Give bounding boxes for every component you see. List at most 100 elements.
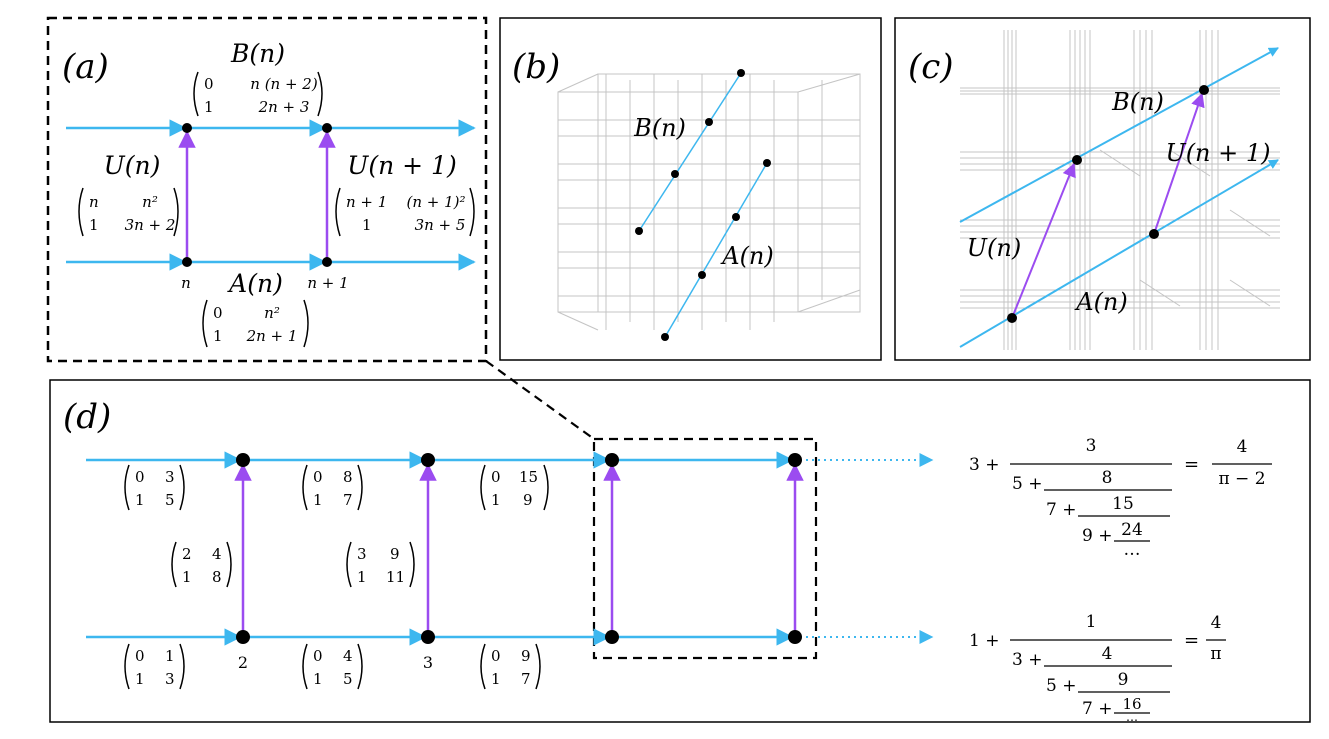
node-d	[605, 630, 619, 644]
matrix-entry: 7	[521, 670, 531, 688]
node-a	[322, 257, 332, 267]
matrix-entry: 3	[165, 468, 175, 486]
matrix-entry: 1	[135, 491, 145, 509]
matrix-d-mid-1: 2 4 1 8	[171, 541, 232, 588]
cf-term: 16	[1122, 695, 1141, 713]
panel-b-label: (b)	[512, 47, 560, 87]
matrix-entry: 0	[135, 647, 145, 665]
matrix-entry: 0	[204, 75, 214, 93]
matrix-entry: 3	[165, 670, 175, 688]
panel-d-zoom-box	[592, 437, 818, 660]
node-label-n: n	[181, 274, 191, 292]
node-a	[182, 123, 192, 133]
matrix-bracket	[202, 299, 208, 348]
matrix-entry: 1	[357, 568, 367, 586]
matrix-entry: 11	[386, 568, 405, 586]
matrix-d-bot-3: 0 9 1 7	[480, 643, 541, 690]
matrix-entry: 1	[165, 647, 175, 665]
panel-c-frame	[894, 17, 1311, 361]
node-a	[322, 123, 332, 133]
matrix-entry: 2n + 1	[246, 327, 298, 345]
node-label-n1: n + 1	[307, 274, 348, 292]
matrix-entry: 1	[491, 491, 501, 509]
lattice-grid	[960, 30, 1280, 350]
node-d	[788, 453, 802, 467]
matrix-d-bot-2: 0 4 1 5	[302, 643, 363, 690]
matrix-entry: 1	[313, 491, 323, 509]
lattice-point	[737, 69, 745, 77]
cf-term: 7 +	[1046, 500, 1076, 520]
label-A-a: A(n)	[227, 269, 283, 298]
matrix-entry: n + 1	[346, 193, 387, 211]
lattice-grid	[557, 73, 861, 331]
matrix-entry: n	[89, 193, 99, 211]
matrix-entry: 1	[362, 216, 372, 234]
panel-d: (d) 2 3 0 3 1 5	[49, 379, 1311, 724]
matrix-entry: 8	[212, 568, 222, 586]
cf-term: 4	[1102, 644, 1113, 664]
matrix-entry: 9	[521, 647, 531, 665]
panel-b: (b) B(n) A(n)	[499, 17, 882, 361]
panel-d-frame	[49, 379, 1311, 723]
node-d	[236, 630, 250, 644]
matrix-entry: n²	[264, 304, 280, 322]
matrix-entry: 8	[343, 468, 353, 486]
cf-term: 15	[1112, 494, 1134, 514]
cf-term: 7 +	[1082, 699, 1112, 719]
node-d	[236, 453, 250, 467]
line-A-b	[664, 162, 768, 338]
matrix-entry: 3n + 5	[415, 216, 466, 234]
panel-c: (c) B(	[894, 17, 1311, 361]
node-label-2: 2	[238, 653, 248, 672]
matrix-entry: 1	[204, 98, 214, 116]
panel-a: (a) B(n) 0 n (n + 2) 1 2n + 3 U(n) n n² …	[46, 16, 488, 363]
matrix-entry: 3	[357, 545, 367, 563]
matrix-entry: 2	[182, 545, 192, 563]
lattice-point	[763, 159, 771, 167]
panel-a-dashed-frame	[46, 16, 488, 363]
lattice-point	[698, 271, 706, 279]
matrix-entry: 0	[135, 468, 145, 486]
lattice-point	[1007, 313, 1017, 323]
matrix-entry: 7	[343, 491, 353, 509]
panel-d-label: (d)	[63, 397, 111, 437]
cf-term: 3 +	[969, 455, 999, 475]
node-d	[605, 453, 619, 467]
cf-term: …	[1124, 540, 1141, 560]
arrow-U-c	[1011, 162, 1076, 319]
cf-term: 9	[1118, 670, 1129, 690]
matrix-bracket	[303, 299, 309, 348]
matrix-entry: 5	[165, 491, 175, 509]
cf-term: 4	[1211, 613, 1222, 633]
cf-term: π − 2	[1218, 469, 1265, 489]
matrix-entry: 1	[89, 216, 99, 234]
lattice-point	[705, 118, 713, 126]
cf-term: π	[1210, 644, 1221, 664]
matrix-entry: n²	[142, 193, 158, 211]
matrix-entry: 0	[491, 647, 501, 665]
lattice-point	[1199, 85, 1209, 95]
matrix-entry: 3n + 2	[125, 216, 176, 234]
matrix-entry: 5	[343, 670, 353, 688]
lattice-point	[1072, 155, 1082, 165]
panel-b-frame	[499, 17, 882, 361]
lattice-point	[661, 333, 669, 341]
matrix-entry: 4	[212, 545, 222, 563]
node-d	[788, 630, 802, 644]
cf-term: 4	[1237, 437, 1248, 457]
label-U1-c: U(n + 1)	[1165, 139, 1270, 167]
cf-term: 3 +	[1012, 650, 1042, 670]
line-B-c	[959, 47, 1279, 223]
node-a	[182, 257, 192, 267]
matrix-bracket	[78, 187, 84, 237]
matrix-entry: 1	[182, 568, 192, 586]
label-B-c: B(n)	[1111, 88, 1164, 116]
node-d	[421, 453, 435, 467]
matrix-d-top-2: 0 8 1 7	[302, 464, 363, 511]
matrix-entry: (n + 1)²	[406, 193, 465, 211]
label-A-b: A(n)	[720, 242, 774, 270]
cf-term: 1 +	[969, 631, 999, 651]
zoom-connector	[485, 360, 595, 440]
matrix-entry: 4	[343, 647, 353, 665]
matrix-entry: n (n + 2)	[250, 75, 318, 93]
